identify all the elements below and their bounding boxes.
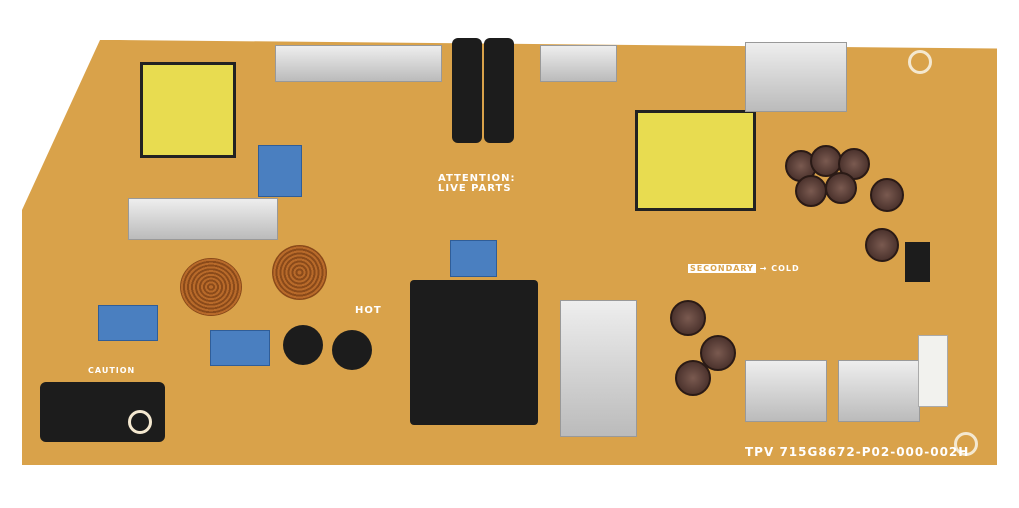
part-number: TPV 715G8672-P02-000-002H xyxy=(745,445,970,459)
large-capacitor xyxy=(452,38,482,143)
heatsink xyxy=(838,360,920,422)
x-capacitor xyxy=(98,305,158,341)
heatsink xyxy=(275,45,442,82)
transformer xyxy=(140,62,236,158)
mounting-hole xyxy=(128,410,152,434)
hot-label: HOT xyxy=(355,305,382,316)
connector xyxy=(918,335,948,407)
electrolytic-capacitor xyxy=(825,172,857,204)
electrolytic-capacitor xyxy=(795,175,827,207)
warning-text: ATTENTION:LIVE PARTS xyxy=(438,174,515,194)
warning-line: ATTENTION: xyxy=(438,173,516,184)
toroid-inductor xyxy=(180,258,242,316)
x-capacitor xyxy=(258,145,302,197)
secondary-label: SECONDARY → COLD xyxy=(688,264,800,273)
large-capacitor xyxy=(484,38,514,143)
heatsink xyxy=(540,45,617,82)
cold-text: → COLD xyxy=(759,264,800,273)
caution-label: CAUTION xyxy=(88,366,136,375)
electrolytic-capacitor xyxy=(670,300,706,336)
warning-line: LIVE PARTS xyxy=(438,183,512,194)
x-capacitor xyxy=(210,330,270,366)
toroid-inductor xyxy=(272,245,327,300)
electrolytic-capacitor xyxy=(865,228,899,262)
heatsink xyxy=(128,198,278,240)
connector xyxy=(905,242,930,282)
pfc-inductor xyxy=(410,280,538,425)
heatsink xyxy=(560,300,637,437)
mounting-hole xyxy=(954,432,978,456)
heatsink xyxy=(745,42,847,112)
electrolytic-capacitor xyxy=(675,360,711,396)
main-transformer xyxy=(635,110,756,211)
electrolytic-capacitor xyxy=(870,178,904,212)
heatsink xyxy=(745,360,827,422)
secondary-text: SECONDARY xyxy=(688,264,756,273)
varistor xyxy=(283,325,323,365)
mounting-hole xyxy=(908,50,932,74)
capacitor xyxy=(450,240,497,277)
varistor xyxy=(332,330,372,370)
